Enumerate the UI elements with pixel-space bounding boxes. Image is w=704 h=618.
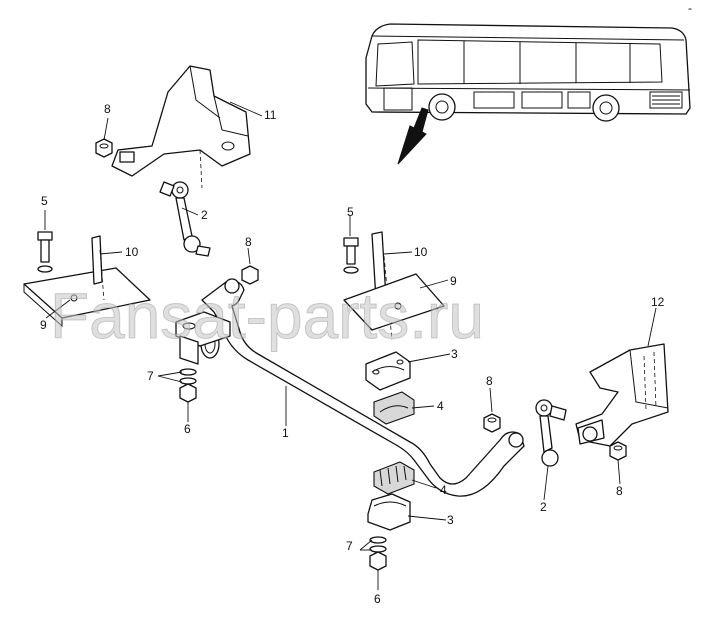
callout-7-left: 7	[147, 369, 154, 383]
callout-8-top-left: 8	[104, 102, 111, 116]
nut-8-lower-right	[609, 441, 627, 461]
lower-bushing-4	[373, 461, 415, 495]
nut-8-upper-left	[95, 138, 113, 158]
callout-2-right: 2	[540, 500, 547, 514]
bolt-5-left	[37, 231, 53, 273]
nut-6-left	[179, 383, 197, 403]
callout-6-center: 6	[374, 592, 381, 606]
callout-12: 12	[651, 295, 665, 309]
callout-1: 1	[282, 426, 289, 440]
callout-3-upper: 3	[451, 347, 458, 361]
nut-8-middle-left	[241, 265, 259, 285]
bus-illustration	[365, 23, 691, 165]
callout-5-center: 5	[347, 205, 354, 219]
leader-lines	[44, 101, 657, 590]
upper-bushing-4	[373, 391, 415, 425]
callout-4-lower: 4	[440, 483, 447, 497]
washers-7-left	[179, 368, 197, 385]
callout-2-left: 2	[201, 208, 208, 222]
callout-11: 11	[264, 108, 277, 122]
link-rod-2-left	[159, 181, 211, 257]
bracket-12	[575, 343, 669, 447]
callout-8-mid-left: 8	[245, 235, 252, 249]
watermark-text: Fansat-parts.ru	[50, 280, 484, 352]
left-clamp	[175, 311, 231, 365]
callout-labels: 8 11 2 5 10 9 8 7 6 1 5 10 9 3 4 4 3 7 6…	[40, 102, 665, 606]
callout-6-left: 6	[184, 422, 191, 436]
callout-10-center: 10	[414, 245, 428, 259]
link-rod-2-right	[535, 399, 567, 467]
callout-3-lower: 3	[447, 513, 454, 527]
upper-clamp-3	[365, 351, 411, 391]
callout-10-left: 10	[125, 245, 139, 259]
washers-7-center	[369, 536, 387, 553]
lower-clamp-3	[367, 493, 411, 531]
callout-8-mid-right: 8	[486, 374, 493, 388]
mounting-plate-9-center	[343, 273, 445, 331]
bracket-10-left	[91, 235, 105, 301]
nut-6-center	[369, 551, 387, 571]
callout-4-upper: 4	[437, 399, 444, 413]
callout-5-left: 5	[41, 194, 48, 208]
callout-9-center: 9	[450, 274, 457, 288]
stabilizer-bar-1	[200, 278, 525, 497]
corner-mark: -	[688, 1, 692, 15]
bolt-5-center	[343, 237, 359, 274]
callout-8-bottom-right: 8	[616, 484, 623, 498]
upper-bracket-11	[111, 65, 251, 189]
callout-7-center: 7	[346, 539, 353, 553]
mounting-plate-9-left	[23, 267, 151, 328]
nut-8-middle-right	[483, 413, 501, 433]
callout-9-left: 9	[40, 318, 47, 332]
